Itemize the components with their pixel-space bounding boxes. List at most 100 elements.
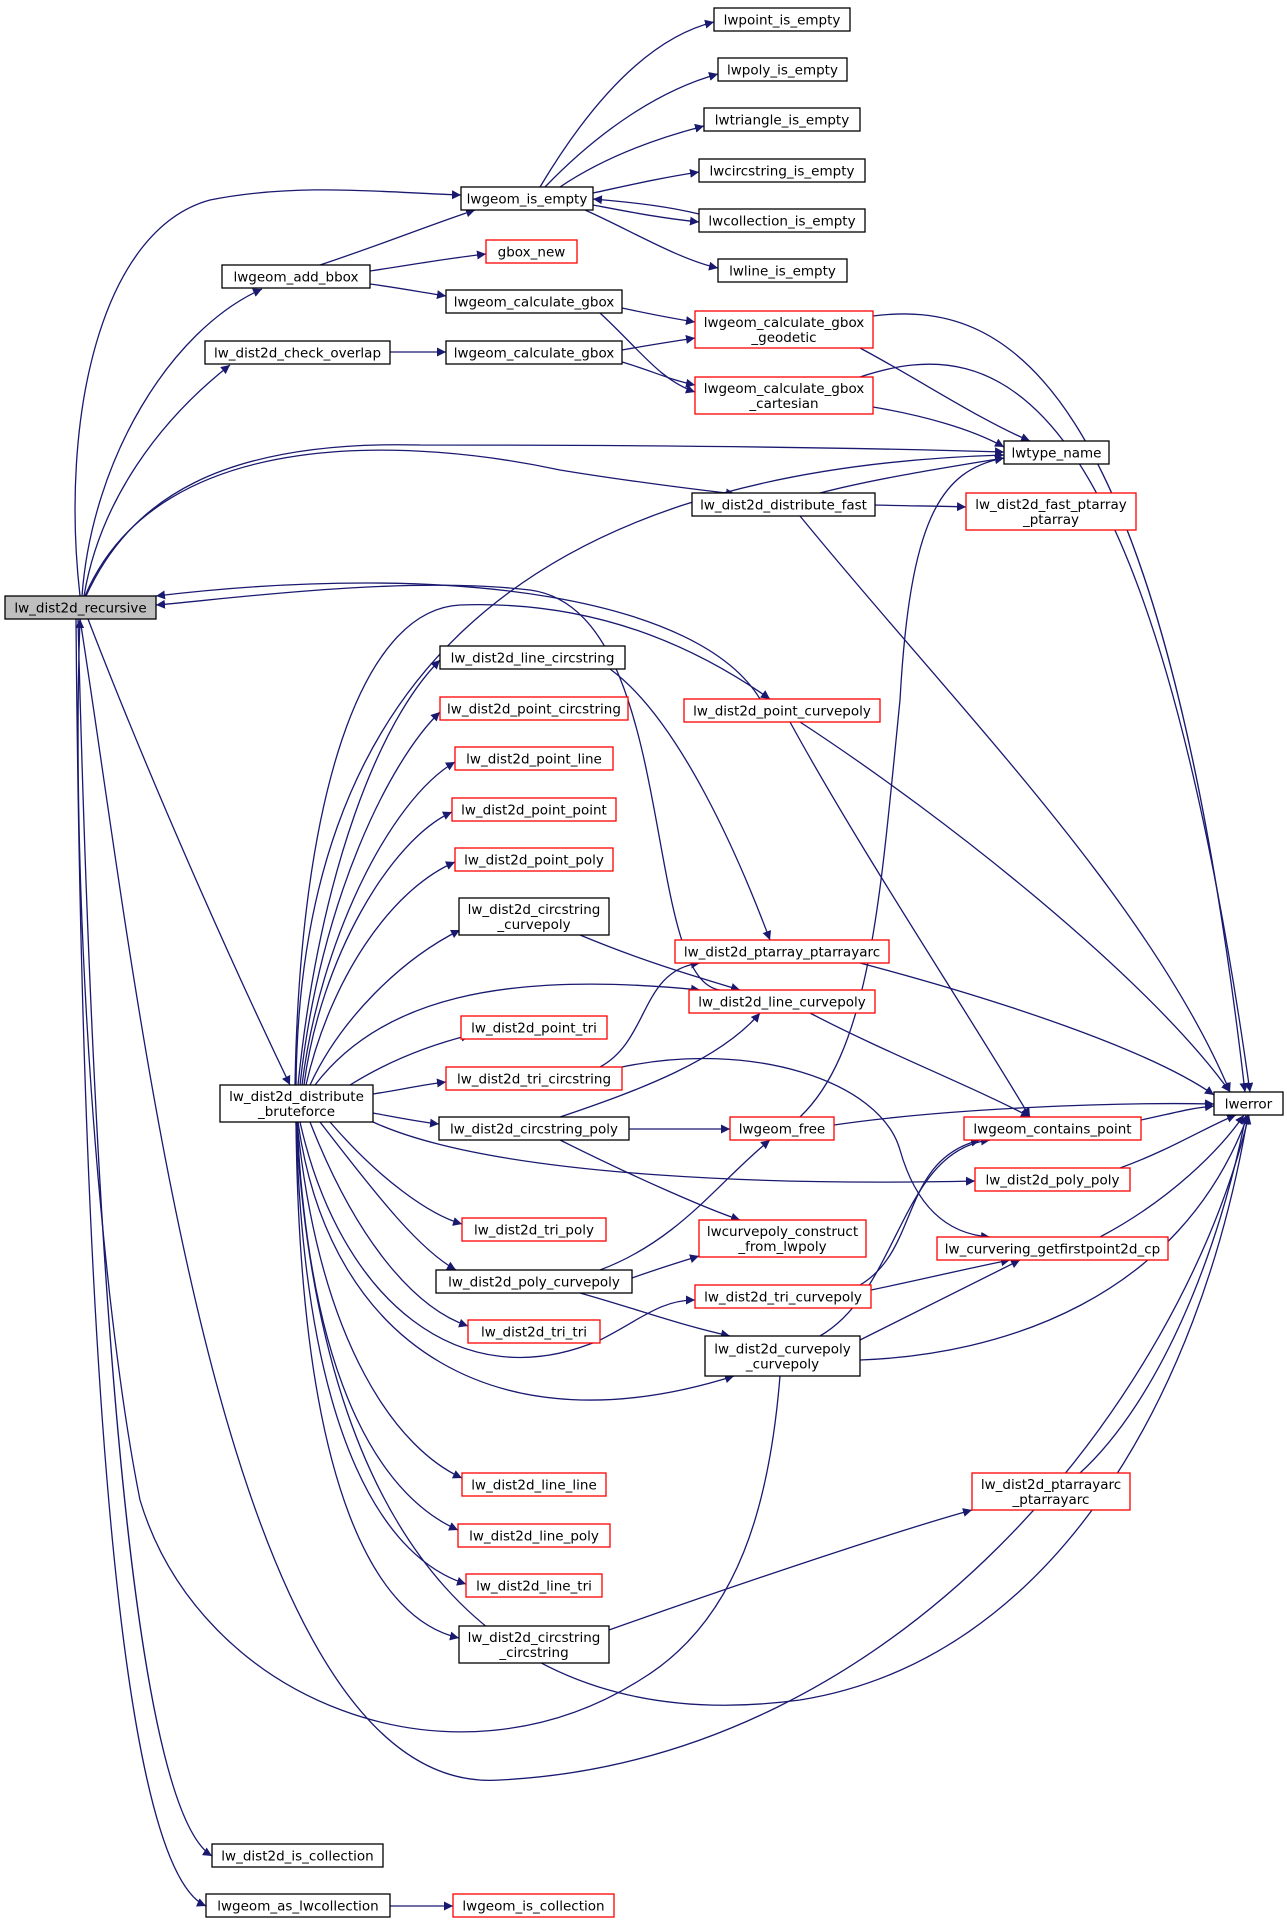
call-edge-lw_dist2d_ptarrayarc_ptarrayarc-to-lwerror [1079, 1114, 1249, 1474]
call-edge-lw_dist2d_poly_curvepoly-to-lwgeom_free [599, 1139, 771, 1271]
call-edge-lw_dist2d_circstring_poly-to-lwcurvepoly_construct_from_lwpoly [559, 1139, 741, 1222]
function-node-lw-dist2d-is-collection[interactable]: lw_dist2d_is_collection [211, 1843, 384, 1868]
function-node-lw-dist2d-recursive: lw_dist2d_recursive [4, 595, 157, 620]
call-arrow [329, 1121, 463, 1226]
function-node-lwpoly-is-empty[interactable]: lwpoly_is_empty [717, 57, 848, 82]
function-node-lw-dist2d-tri-circstring[interactable]: lw_dist2d_tri_circstring [445, 1066, 623, 1091]
call-edge-lwgeom_add_bbox-to-lwgeom_is_empty [319, 208, 476, 266]
function-node-lwgeom-as-lwcollection[interactable]: lwgeom_as_lwcollection [205, 1893, 391, 1918]
call-arrow [599, 1139, 771, 1271]
call-arrow [155, 582, 761, 700]
function-node-lwgeom-calculate-gbox-cartesian[interactable]: lwgeom_calculate_gbox_cartesian [694, 376, 874, 415]
function-node-lwpoint-is-empty[interactable]: lwpoint_is_empty [713, 7, 851, 32]
function-node-lw-dist2d-poly-poly[interactable]: lw_dist2d_poly_poly [974, 1167, 1131, 1192]
function-node-lwtriangle-is-empty[interactable]: lwtriangle_is_empty [703, 107, 861, 132]
node-box [688, 989, 876, 1014]
node-box [458, 897, 610, 936]
node-label: _geodetic [750, 330, 816, 346]
node-box [221, 264, 371, 289]
call-arrow [79, 618, 1252, 1781]
function-node-lw-dist2d-check-overlap[interactable]: lw_dist2d_check_overlap [204, 340, 391, 365]
function-node-lw-dist2d-fast-ptarray-ptarray[interactable]: lw_dist2d_fast_ptarray_ptarray [965, 492, 1137, 531]
node-box [713, 7, 851, 32]
function-node-lw-dist2d-point-curvepoly[interactable]: lw_dist2d_point_curvepoly [683, 698, 881, 723]
node-label: lw_dist2d_tri_tri [481, 1325, 587, 1341]
function-node-lwgeom-is-empty[interactable]: lwgeom_is_empty [460, 186, 594, 211]
function-node-lwgeom-contains-point[interactable]: lwgeom_contains_point [963, 1116, 1142, 1141]
function-node-gbox-new[interactable]: gbox_new [485, 239, 578, 264]
node-box [465, 1573, 603, 1598]
function-node-lw-dist2d-tri-poly[interactable]: lw_dist2d_tri_poly [461, 1217, 607, 1242]
function-node-lw-curvering-getfirstpoint2d-cp[interactable]: lw_curvering_getfirstpoint2d_cp [936, 1236, 1169, 1261]
function-node-lw-dist2d-line-poly[interactable]: lw_dist2d_line_poly [457, 1523, 611, 1548]
function-node-lw-dist2d-circstring-poly[interactable]: lw_dist2d_circstring_poly [438, 1116, 630, 1141]
node-label: lwline_is_empty [729, 264, 836, 280]
node-label: _cartesian [748, 396, 818, 412]
node-label: lwgeom_free [739, 1122, 825, 1138]
call-edge-lwgeom_calculate_gbox_2-to-lwgeom_calculate_gbox_geodetic [621, 334, 696, 351]
node-box [485, 239, 578, 264]
call-arrow [859, 1259, 1021, 1341]
node-label: _curvepoly [745, 1357, 819, 1373]
function-node-lw-dist2d-distribute-bruteforce[interactable]: lw_dist2d_distribute_bruteforce [219, 1084, 374, 1123]
call-arrow [859, 1137, 981, 1286]
function-node-lwgeom-free[interactable]: lwgeom_free [729, 1116, 835, 1141]
call-arrow [592, 204, 700, 226]
function-node-lw-dist2d-point-poly[interactable]: lw_dist2d_point_poly [454, 847, 614, 872]
call-edge-lw_dist2d_poly_curvepoly-to-lw_dist2d_curvepoly_curvepoly [579, 1292, 731, 1339]
function-node-lwline-is-empty[interactable]: lwline_is_empty [717, 258, 848, 283]
node-box [963, 1116, 1142, 1141]
call-edge-lw_dist2d_distribute_bruteforce-to-lw_dist2d_line_line [296, 1121, 463, 1479]
node-label: lw_dist2d_tri_circstring [457, 1072, 611, 1088]
node-label: lw_dist2d_tri_curvepoly [704, 1290, 862, 1306]
node-box [460, 1015, 608, 1040]
function-nodes: lw_dist2d_recursive lwpoint_is_emptylwpol… [4, 7, 1284, 1918]
function-node-lwcurvepoly-construct-from-lwpoly[interactable]: lwcurvepoly_construct_from_lwpoly [698, 1219, 867, 1258]
function-node-lwgeom-calculate-gbox-1[interactable]: lwgeom_calculate_gbox [445, 289, 623, 314]
function-node-lw-dist2d-ptarrayarc-ptarrayarc[interactable]: lw_dist2d_ptarrayarc_ptarrayarc [971, 1472, 1131, 1511]
call-edge-lw_dist2d_recursive-to-lw_dist2d_is_collection [77, 618, 213, 1857]
function-node-lw-dist2d-point-point[interactable]: lw_dist2d_point_point [451, 797, 617, 822]
call-arrow [319, 208, 476, 266]
function-node-lw-dist2d-point-line[interactable]: lw_dist2d_point_line [454, 746, 614, 771]
function-node-lw-dist2d-line-curvepoly[interactable]: lw_dist2d_line_curvepoly [688, 989, 876, 1014]
function-node-lw-dist2d-line-circstring[interactable]: lw_dist2d_line_circstring [439, 645, 626, 670]
function-node-lw-dist2d-poly-curvepoly[interactable]: lw_dist2d_poly_curvepoly [435, 1269, 633, 1294]
call-edge-lw_dist2d_distribute_bruteforce-to-lw_dist2d_circstring_curvepoly [309, 929, 461, 1086]
node-box [219, 1084, 374, 1123]
call-edge-lw_dist2d_line_curvepoly-to-lw_dist2d_recursive [155, 584, 721, 991]
function-node-lw-dist2d-tri-tri[interactable]: lw_dist2d_tri_tri [467, 1319, 601, 1344]
function-node-lwcollection-is-empty[interactable]: lwcollection_is_empty [698, 208, 866, 233]
function-node-lw-dist2d-circstring-curvepoly[interactable]: lw_dist2d_circstring_curvepoly [458, 897, 610, 936]
call-edge-lw_dist2d_distribute_bruteforce-to-lwerror [295, 1114, 1251, 1706]
function-node-lw-dist2d-ptarray-ptarrayarc[interactable]: lw_dist2d_ptarray_ptarrayarc [674, 939, 890, 964]
call-edge-lwgeom_add_bbox-to-lwgeom_calculate_gbox_1 [369, 283, 447, 300]
call-arrow [872, 406, 1005, 448]
node-label: lwgeom_add_bbox [234, 270, 359, 286]
call-edge-lw_dist2d_distribute_bruteforce-to-lw_dist2d_line_curvepoly [314, 983, 701, 1086]
function-node-lw-dist2d-circstring-circstring[interactable]: lw_dist2d_circstring_circstring [458, 1625, 610, 1664]
node-label: lw_dist2d_circstring [468, 902, 601, 918]
call-arrow [874, 502, 967, 512]
function-node-lw-dist2d-point-circstring[interactable]: lw_dist2d_point_circstring [439, 696, 629, 721]
function-node-lwgeom-calculate-gbox-geodetic[interactable]: lwgeom_calculate_gbox_geodetic [694, 310, 874, 349]
function-node-lwerror[interactable]: lwerror [1213, 1091, 1284, 1116]
function-node-lw-dist2d-line-line[interactable]: lw_dist2d_line_line [461, 1472, 607, 1497]
function-node-lw-dist2d-tri-curvepoly[interactable]: lw_dist2d_tri_curvepoly [694, 1284, 872, 1309]
function-node-lw-dist2d-distribute-fast[interactable]: lw_dist2d_distribute_fast [691, 492, 876, 517]
function-node-lw-dist2d-point-tri[interactable]: lw_dist2d_point_tri [460, 1015, 608, 1040]
function-node-lwgeom-is-collection[interactable]: lwgeom_is_collection [452, 1893, 615, 1918]
node-label: lwgeom_contains_point [973, 1122, 1131, 1138]
node-label: _circstring [498, 1645, 568, 1661]
function-node-lw-dist2d-curvepoly-curvepoly[interactable]: lw_dist2d_curvepoly_curvepoly [704, 1335, 861, 1377]
function-node-lwgeom-calculate-gbox-2[interactable]: lwgeom_calculate_gbox [445, 340, 623, 365]
node-box [439, 645, 626, 670]
call-arrow [789, 721, 1031, 1118]
function-node-lwtype-name[interactable]: lwtype_name [1003, 440, 1110, 465]
function-node-lwgeom-add-bbox[interactable]: lwgeom_add_bbox [221, 264, 371, 289]
node-box [458, 1625, 610, 1664]
node-label: lwgeom_calculate_gbox [704, 381, 865, 397]
function-node-lwcircstring-is-empty[interactable]: lwcircstring_is_empty [698, 158, 866, 183]
function-node-lw-dist2d-line-tri[interactable]: lw_dist2d_line_tri [465, 1573, 603, 1598]
node-label: _ptarrayarc [1012, 1492, 1090, 1508]
